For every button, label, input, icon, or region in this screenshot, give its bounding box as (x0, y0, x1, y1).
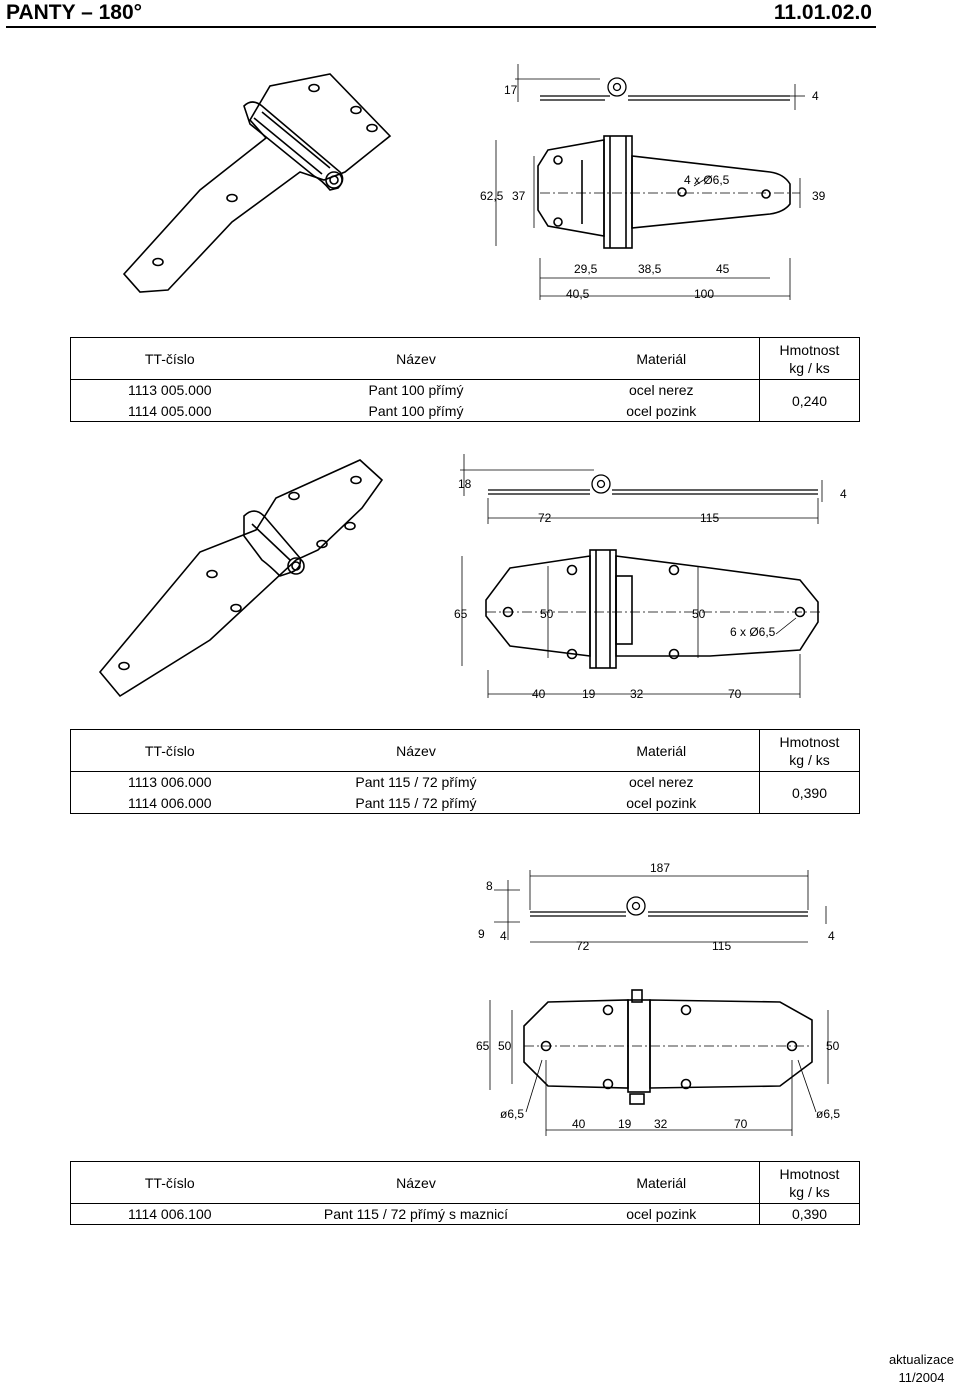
dim-115: 115 (712, 939, 731, 953)
update-label: aktualizace (888, 1352, 954, 1367)
dim-72: 72 (576, 939, 590, 953)
dim-19: 19 (618, 1117, 632, 1131)
row-name: Pant 115 / 72 přímý s maznicí (323, 1206, 509, 1222)
page-title: PANTY – 180° (6, 1, 143, 24)
row-material: ocel nerez (628, 382, 694, 399)
dim-70: 70 (734, 1117, 748, 1131)
col-material: Materiál (563, 337, 760, 380)
dim-9: 9 (478, 927, 485, 941)
row-tt: 1114 005.000 (127, 402, 212, 419)
dim-4: 4 (840, 487, 847, 501)
dim-29-5: 29,5 (574, 262, 598, 276)
row-material: ocel pozink (626, 794, 697, 811)
col-material: Materiál (563, 729, 760, 772)
col-tt: TT-číslo (70, 1161, 269, 1204)
row-tt: 1114 006.100 (127, 1206, 212, 1222)
dim-39: 39 (812, 189, 826, 203)
dim-holes: 6 x Ø6,5 (730, 625, 776, 639)
row-weight: 0,390 (759, 771, 860, 814)
col-name: Název (268, 337, 564, 380)
col-tt: TT-číslo (70, 729, 269, 772)
dim-32: 32 (630, 687, 644, 701)
row-material: ocel nerez (628, 774, 694, 791)
dim-50b: 50 (826, 1039, 840, 1053)
row-name: Pant 100 přímý (368, 382, 464, 399)
dim-dia1: ø6,5 (500, 1107, 524, 1121)
update-date: 11/2004 (898, 1370, 945, 1385)
row-name: Pant 115 / 72 přímý (355, 794, 477, 811)
row-weight: 0,390 (759, 1203, 860, 1225)
dim-50a: 50 (498, 1039, 512, 1053)
dim-187: 187 (650, 861, 670, 875)
footer-update: aktualizace 11/2004 (889, 1351, 954, 1387)
dim-37: 37 (512, 189, 526, 203)
dim-19: 19 (582, 687, 596, 701)
row-tt: 1114 006.000 (127, 794, 212, 811)
dim-dia2: ø6,5 (816, 1107, 840, 1121)
dim-115: 115 (700, 511, 719, 525)
col-tt: TT-číslo (70, 337, 269, 380)
dim-100: 100 (694, 287, 714, 301)
dim-4a: 4 (500, 929, 507, 943)
row-weight: 0,240 (759, 379, 860, 422)
dim-65: 65 (454, 607, 468, 621)
hinge-100-drawing: 17 4 62,5 37 4 x Ø6,5 39 29,5 38,5 45 40… (122, 64, 826, 301)
col-material: Materiál (563, 1161, 760, 1204)
dim-62-5: 62,5 (480, 189, 504, 203)
dim-72: 72 (538, 511, 552, 525)
dim-45: 45 (716, 262, 730, 276)
col-name: Název (268, 729, 564, 772)
dim-50a: 50 (540, 607, 554, 621)
dim-17: 17 (504, 83, 518, 97)
catalog-code: 11.01.02.0 (773, 1, 872, 24)
row-material: ocel pozink (626, 1206, 697, 1222)
row-tt: 1113 005.000 (127, 382, 212, 399)
dim-38-5: 38,5 (638, 262, 662, 276)
row-material: ocel pozink (626, 402, 697, 419)
row-name: Pant 115 / 72 přímý (355, 774, 477, 791)
dim-32: 32 (654, 1117, 668, 1131)
dim-40: 40 (572, 1117, 586, 1131)
dim-50b: 50 (692, 607, 706, 621)
row-tt: 1113 006.000 (127, 774, 212, 791)
dim-40: 40 (532, 687, 546, 701)
row-name: Pant 100 přímý (368, 402, 464, 419)
dim-70: 70 (728, 687, 742, 701)
hinge-115-72-drawing: 18 4 72 115 65 50 50 6 x Ø6,5 40 19 32 7… (98, 454, 847, 701)
page-header: PANTY – 180° 11.01.02.0 (6, 0, 876, 28)
hinge-115-72-grease-drawing: 187 8 9 4 4 72 115 65 50 50 ø6,5 ø6,5 40… (476, 861, 840, 1136)
dim-4: 4 (812, 89, 819, 103)
dim-40-5: 40,5 (566, 287, 590, 301)
col-name: Název (268, 1161, 564, 1204)
dim-holes: 4 x Ø6,5 (684, 173, 730, 187)
dim-65: 65 (476, 1039, 490, 1053)
dim-8: 8 (486, 879, 493, 893)
dim-18: 18 (458, 477, 472, 491)
dim-4b: 4 (828, 929, 835, 943)
